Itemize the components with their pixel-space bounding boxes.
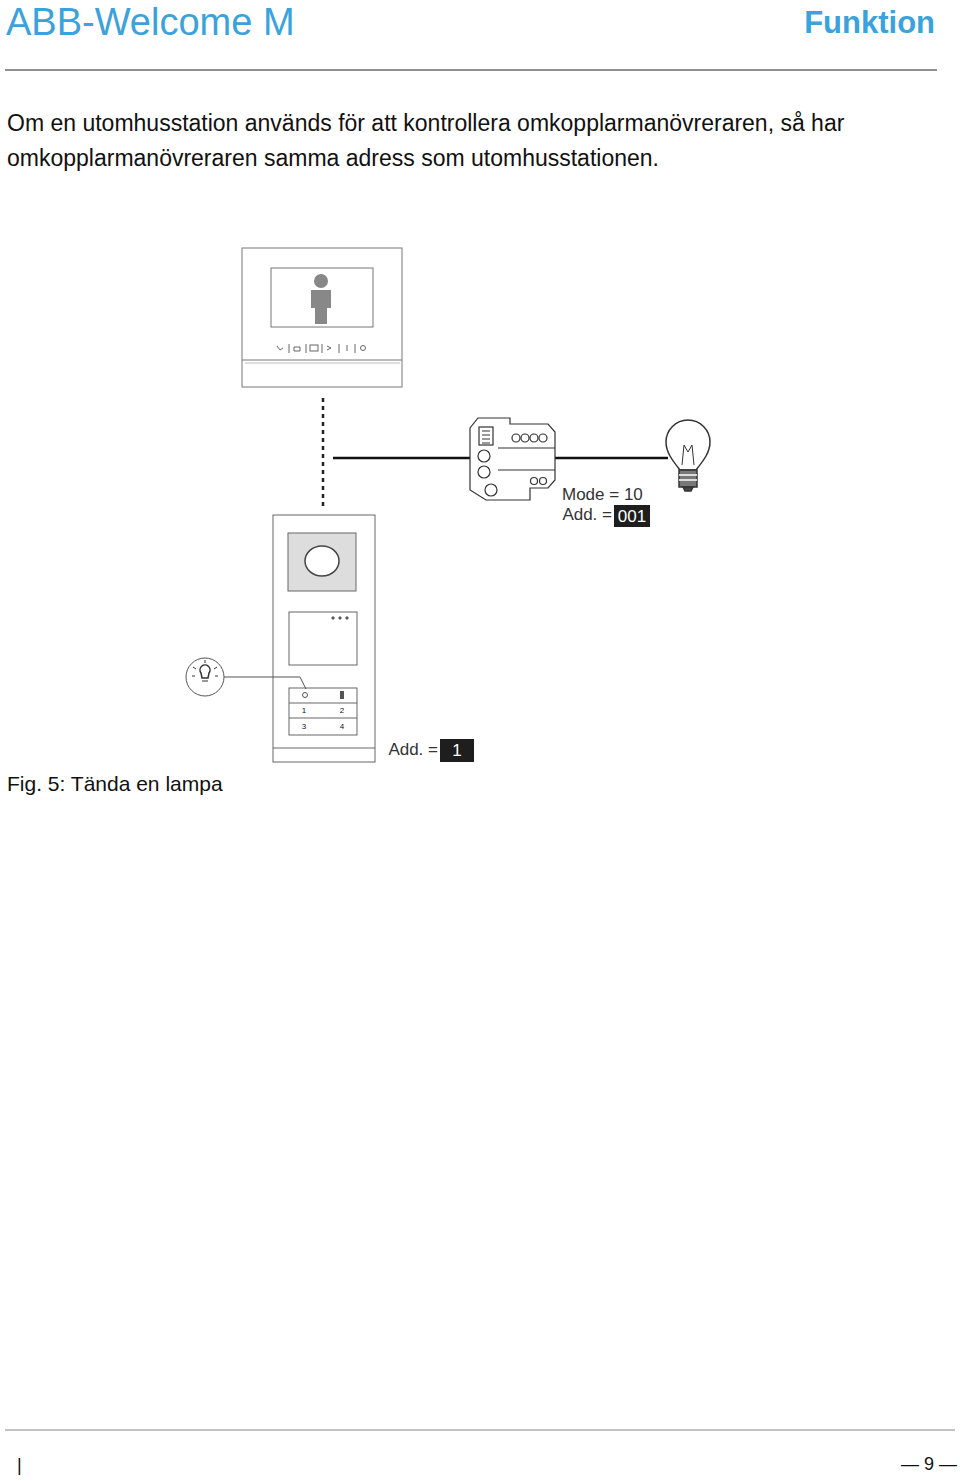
switch-actuator: [470, 418, 555, 500]
address-value: 001: [618, 508, 646, 525]
body-text: Om en utomhusstation används för att kon…: [7, 106, 947, 176]
outdoor-station: [273, 515, 375, 762]
address-label: Add. =: [562, 505, 612, 525]
key-number: 1: [302, 706, 306, 716]
indoor-monitor: [242, 248, 402, 387]
page-number: — 9 —: [901, 1454, 957, 1476]
key-number: 2: [340, 706, 344, 716]
figure-caption: Fig. 5: Tända en lampa: [7, 771, 223, 796]
header-title: ABB-Welcome M: [6, 0, 295, 46]
address-box: 001: [614, 505, 650, 527]
section-heading: Funktion: [804, 4, 935, 41]
lamp-bulb: [666, 420, 710, 491]
light-button-icon: [186, 658, 306, 696]
mode-label: Mode = 10: [562, 485, 643, 505]
address-box: 1: [440, 739, 474, 762]
address-value: 1: [452, 742, 461, 759]
footer-mark: |: [17, 1455, 22, 1477]
key-number: 3: [302, 722, 306, 732]
key-number: 4: [340, 722, 344, 732]
address-label: Add. =: [388, 740, 438, 760]
